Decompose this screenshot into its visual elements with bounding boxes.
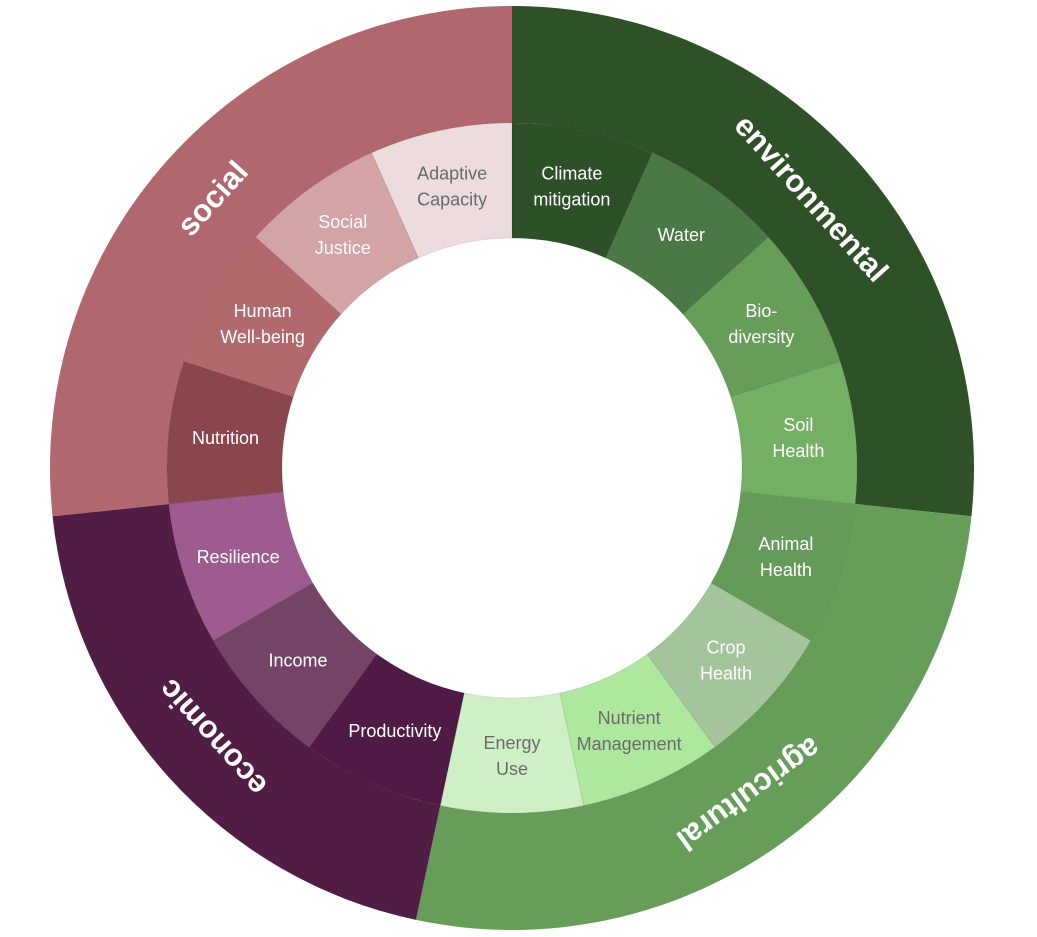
label-line: Productivity bbox=[348, 721, 441, 741]
subcategory-segment-soil-health[interactable] bbox=[730, 360, 858, 505]
label-line: Crop bbox=[707, 638, 746, 658]
subcategory-segment-nutrient-management[interactable] bbox=[559, 653, 716, 807]
subcategory-label-resilience: Resilience bbox=[197, 547, 280, 567]
label-line: Energy bbox=[483, 733, 540, 753]
label-line: Climate bbox=[541, 163, 602, 183]
subcategory-segment-animal-health[interactable] bbox=[710, 491, 856, 642]
outer-ring bbox=[49, 6, 975, 931]
label-line: diversity bbox=[728, 327, 794, 347]
label-line: Justice bbox=[315, 238, 371, 258]
label-line: Nutrition bbox=[192, 428, 259, 448]
subcategory-label-productivity: Productivity bbox=[348, 721, 441, 741]
label-line: Water bbox=[658, 225, 705, 245]
label-line: Animal bbox=[758, 534, 813, 554]
category-segment-agricultural[interactable] bbox=[415, 504, 972, 931]
label-line: Well-being bbox=[220, 327, 305, 347]
label-line: Human bbox=[234, 301, 292, 321]
subcategory-label-nutrition: Nutrition bbox=[192, 428, 259, 448]
subcategory-segment-crop-health[interactable] bbox=[646, 582, 812, 748]
subcategory-label-water: Water bbox=[658, 225, 705, 245]
label-line: Social bbox=[318, 212, 367, 232]
category-segment-environmental[interactable] bbox=[512, 6, 975, 517]
subcategory-segment-productivity[interactable] bbox=[308, 653, 465, 807]
subcategory-label-climate-mitigation: Climate mitigation bbox=[533, 163, 610, 209]
label-line: Use bbox=[496, 759, 528, 779]
label-line: Soil bbox=[783, 415, 813, 435]
label-line: Income bbox=[268, 651, 327, 671]
subcategory-label-bio-diversity: Bio-diversity bbox=[728, 301, 794, 347]
label-line: mitigation bbox=[533, 189, 610, 209]
label-line: Health bbox=[700, 664, 752, 684]
label-line: Adaptive bbox=[417, 163, 487, 183]
subcategory-segment-climate-mitigation[interactable] bbox=[511, 122, 653, 259]
subcategory-segment-energy-use[interactable] bbox=[439, 692, 585, 814]
subcategory-label-income: Income bbox=[268, 651, 327, 671]
inner-ring bbox=[166, 122, 858, 814]
label-line: Health bbox=[760, 560, 812, 580]
subcategory-segment-bio-diversity[interactable] bbox=[682, 236, 841, 398]
subcategory-segment-adaptive-capacity[interactable] bbox=[371, 122, 513, 259]
label-line: Capacity bbox=[417, 189, 487, 209]
label-line: Health bbox=[772, 441, 824, 461]
subcategory-segment-human-well-being[interactable] bbox=[183, 236, 342, 398]
subcategory-segment-income[interactable] bbox=[212, 582, 378, 748]
category-segment-economic[interactable] bbox=[52, 504, 441, 920]
category-segment-social[interactable] bbox=[49, 6, 512, 517]
subcategory-segment-nutrition[interactable] bbox=[166, 360, 294, 505]
label-line: Resilience bbox=[197, 547, 280, 567]
label-line: Management bbox=[577, 734, 682, 754]
label-line: Bio- bbox=[745, 301, 777, 321]
label-line: Nutrient bbox=[598, 708, 661, 728]
